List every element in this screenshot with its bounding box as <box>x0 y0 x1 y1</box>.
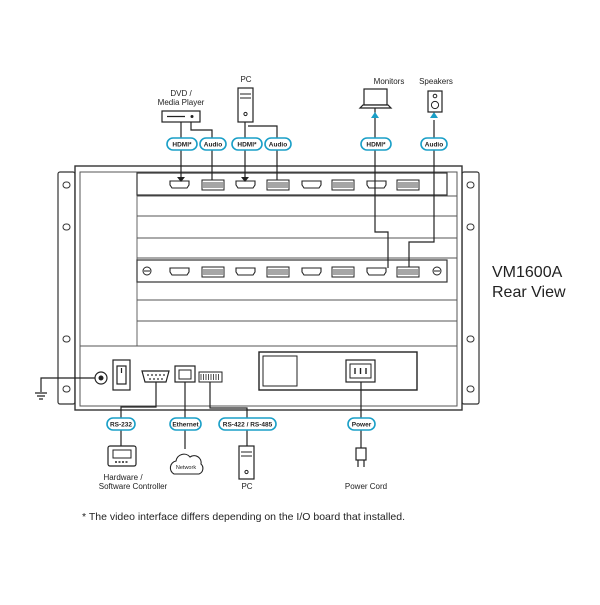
middle-io-board <box>136 259 448 283</box>
hdmi-port <box>366 180 387 189</box>
arrow-up-icon <box>430 112 438 118</box>
dvd-player-icon <box>161 110 201 123</box>
audio-terminal <box>331 266 355 278</box>
top-hdmi-ports <box>169 180 387 189</box>
audio-terminal <box>266 266 290 278</box>
pill-rs232: RS-232 <box>106 417 136 431</box>
rs422-line <box>209 382 248 418</box>
svg-text:RS-232: RS-232 <box>110 422 132 429</box>
monitor-icon <box>358 88 393 109</box>
svg-text:HDMI*: HDMI* <box>366 142 386 149</box>
audio-terminal <box>266 179 290 191</box>
arrow-up-icon <box>371 112 379 118</box>
pc-bottom-label: PC <box>241 482 252 491</box>
monitors-label: Monitors <box>374 77 405 86</box>
arrow-down-icon <box>177 177 185 182</box>
hdmi-port <box>301 180 322 189</box>
pill-ethernet: Ethernet <box>169 417 202 431</box>
network-cloud-icon <box>169 453 204 475</box>
right-rack-ear <box>461 171 480 405</box>
pc-tower-bottom-icon <box>238 445 255 480</box>
pc-tower-icon <box>237 87 254 123</box>
power-plug-icon <box>355 444 367 467</box>
rs232-port <box>141 370 170 383</box>
speakers-label: Speakers <box>419 77 453 86</box>
ground-icon <box>35 392 47 400</box>
network-label: Network <box>176 465 196 471</box>
dvd-label-line2: Media Player <box>158 98 205 107</box>
footnote: * The video interface differs depending … <box>82 511 405 523</box>
top-io-board <box>136 172 448 196</box>
svg-text:Audio: Audio <box>204 142 222 149</box>
dvd-audio-line <box>190 122 213 138</box>
chassis <box>57 165 480 411</box>
hdmi-port <box>301 267 322 276</box>
pill-rs422: RS-422 / RS-485 <box>218 417 277 431</box>
dvd-label-line1: DVD / <box>170 89 192 98</box>
audio-terminal <box>331 179 355 191</box>
hdmi-port <box>169 180 190 189</box>
audio-terminal <box>201 266 225 278</box>
middle-audio-ports <box>201 266 420 278</box>
pill-power: Power <box>347 417 376 431</box>
pill-pc-hdmi: HDMI* <box>231 137 263 151</box>
board-slots <box>80 172 457 347</box>
product-name: VM1600A <box>492 264 563 281</box>
connector-pills: HDMI* Audio HDMI* Audio HDMI* Audio RS-2… <box>106 137 448 431</box>
pill-dvd-audio: Audio <box>199 137 227 151</box>
hdmi-port <box>235 267 256 276</box>
middle-hdmi-ports <box>169 267 387 276</box>
controller-label-line1: Hardware / <box>103 473 143 482</box>
top-audio-ports <box>201 179 420 191</box>
controller-icon <box>107 445 137 467</box>
pc-top-label: PC <box>240 75 251 84</box>
hdmi-port <box>235 180 256 189</box>
view-name: Rear View <box>492 284 566 301</box>
pill-pc-audio: Audio <box>264 137 292 151</box>
control-panel <box>94 351 418 391</box>
speaker-icon <box>427 90 443 113</box>
left-rack-ear <box>57 171 76 405</box>
pill-speaker-audio: Audio <box>420 137 448 151</box>
power-cord-label: Power Cord <box>345 482 387 491</box>
rack-ear-holes <box>62 181 475 393</box>
audio-terminal <box>396 266 420 278</box>
ground-line <box>40 377 95 392</box>
svg-text:HDMI*: HDMI* <box>172 142 192 149</box>
audio-terminal <box>396 179 420 191</box>
audio-terminal <box>201 179 225 191</box>
svg-text:Ethernet: Ethernet <box>172 422 199 429</box>
svg-text:Audio: Audio <box>425 142 443 149</box>
controller-label-line2: Software Controller <box>99 482 168 491</box>
hdmi-port <box>366 267 387 276</box>
pill-monitor-hdmi: HDMI* <box>360 137 392 151</box>
pc-audio-line <box>248 125 278 138</box>
svg-text:HDMI*: HDMI* <box>237 142 257 149</box>
arrow-down-icon <box>241 177 249 182</box>
svg-text:Audio: Audio <box>269 142 287 149</box>
svg-text:RS-422 / RS-485: RS-422 / RS-485 <box>223 422 273 429</box>
rs232-line <box>120 382 157 418</box>
hdmi-port <box>169 267 190 276</box>
svg-text:Power: Power <box>352 422 372 429</box>
pill-dvd-hdmi: HDMI* <box>166 137 198 151</box>
